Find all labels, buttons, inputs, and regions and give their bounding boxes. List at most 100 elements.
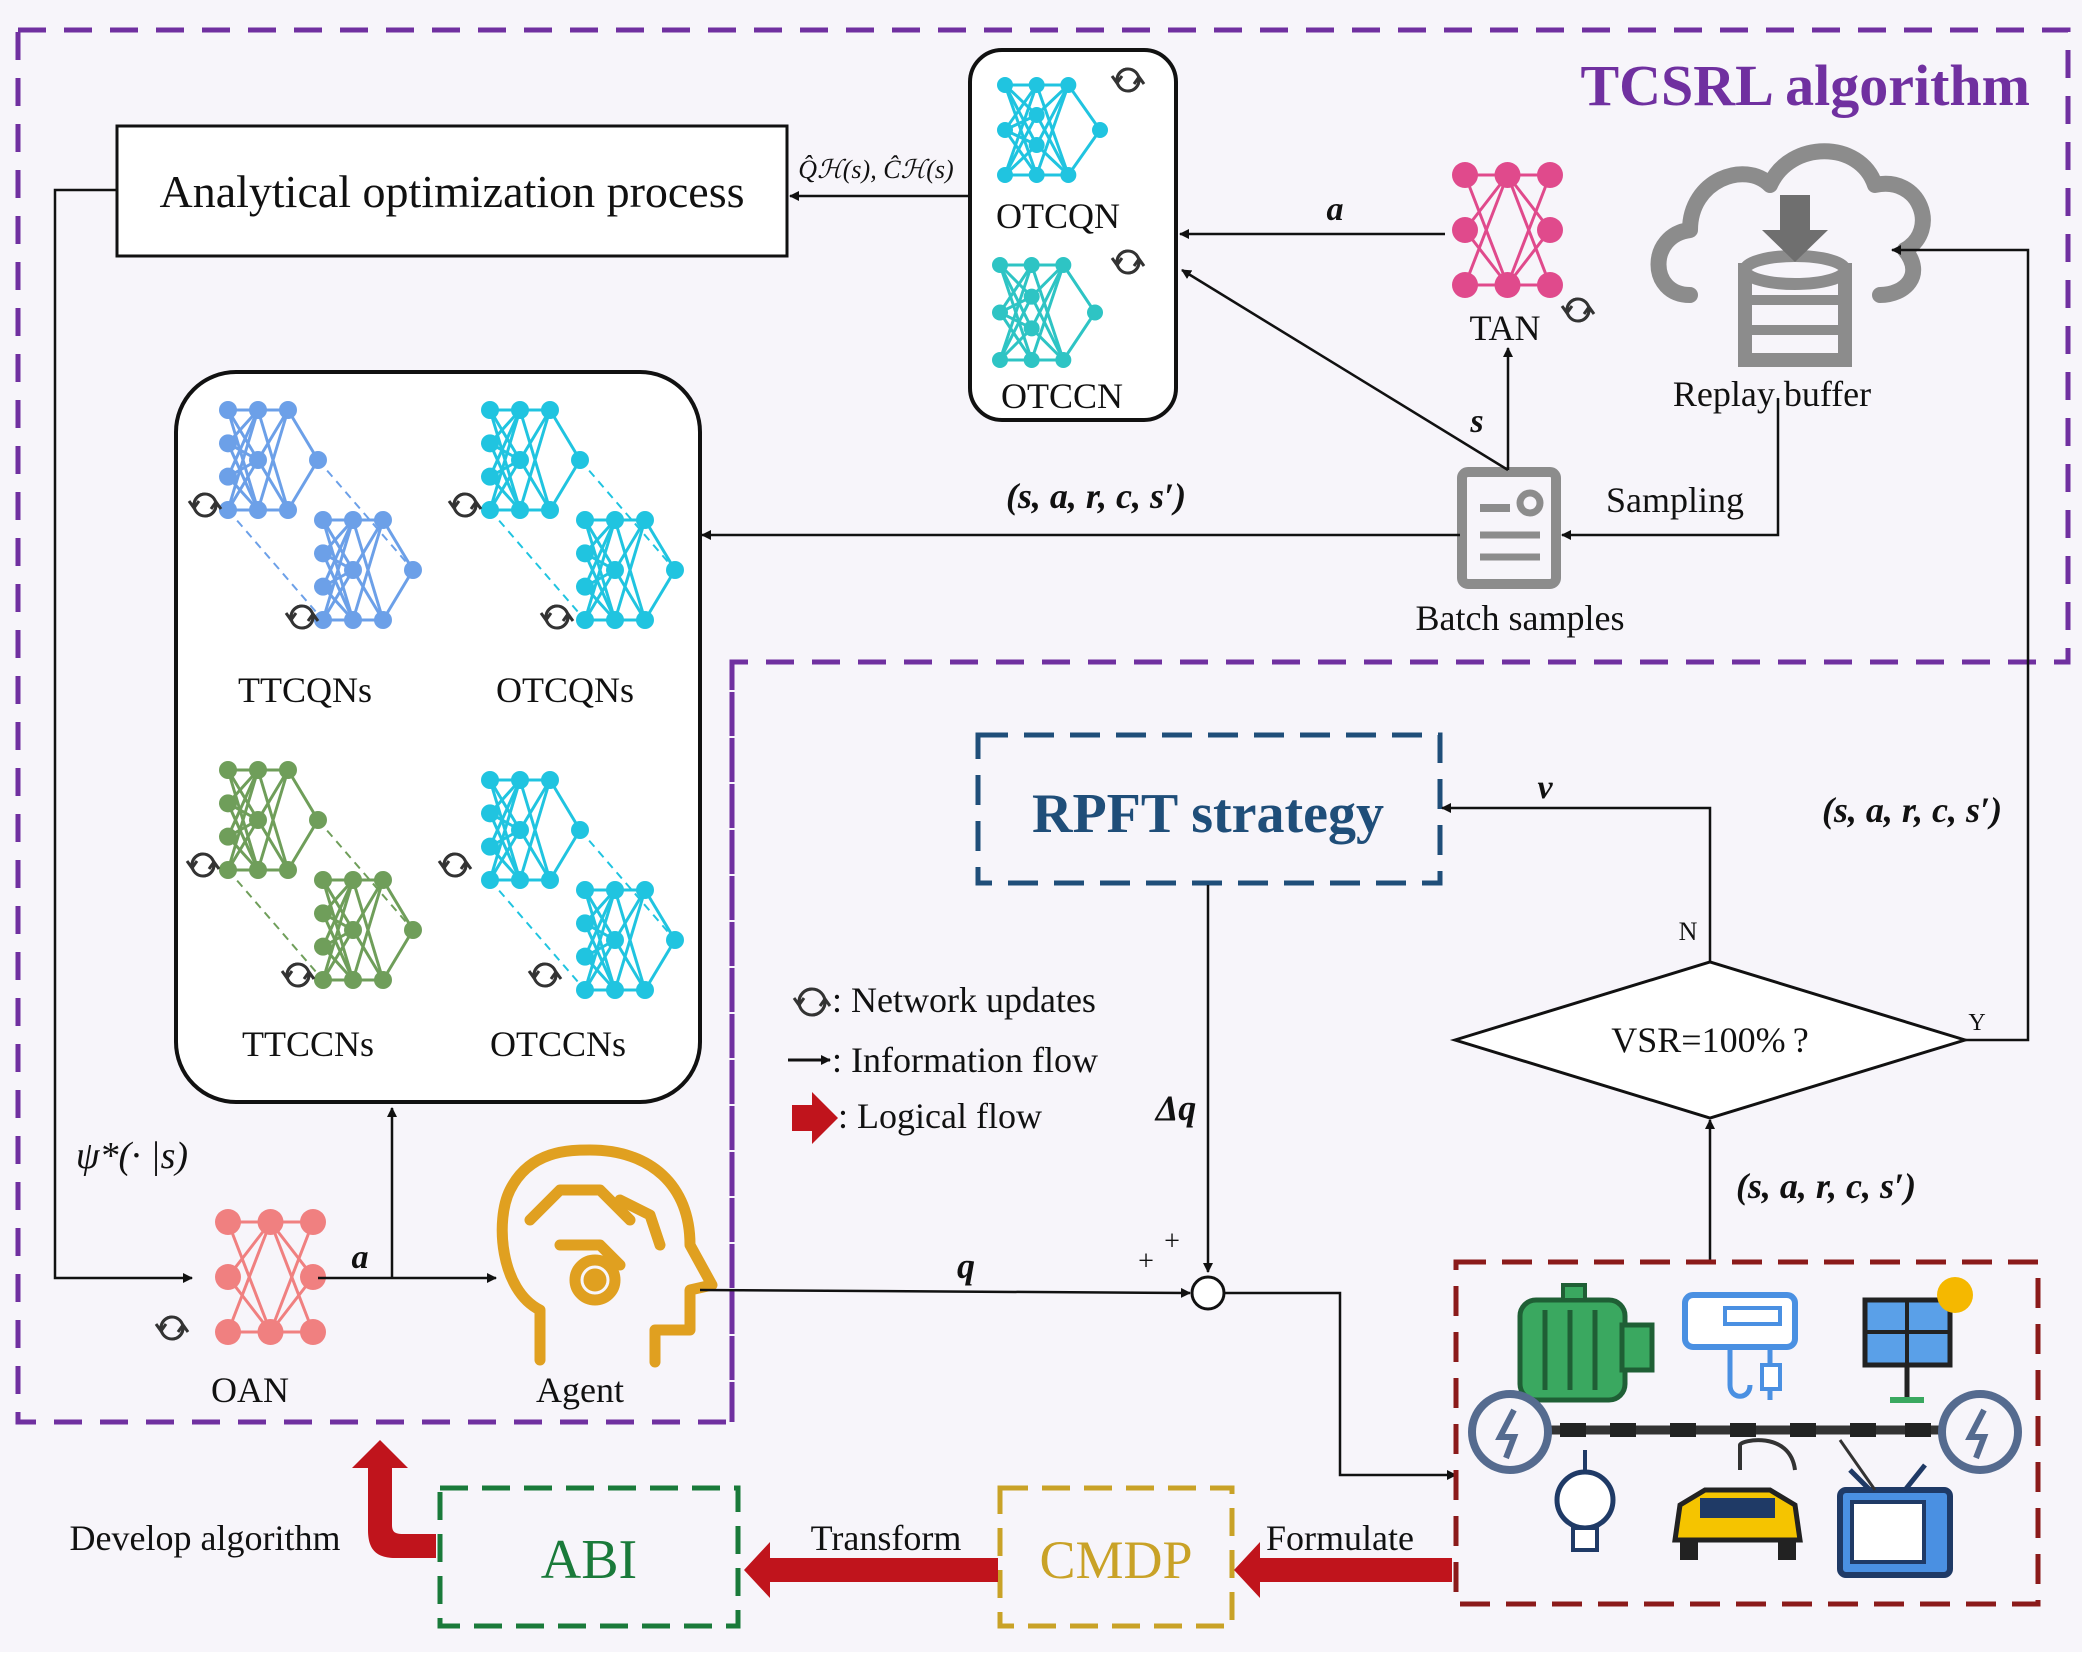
network-edge xyxy=(998,295,1034,361)
network-edge xyxy=(1062,264,1097,314)
network-node xyxy=(1494,162,1521,188)
update-icon-arrowhead xyxy=(154,1323,168,1334)
network-edge xyxy=(518,779,552,881)
otcqns-network-icon xyxy=(481,401,684,629)
psi-label: ψ*(· |s) xyxy=(76,1135,188,1177)
network-node xyxy=(344,871,362,889)
network-edge xyxy=(1003,129,1038,176)
update-icon-arc xyxy=(190,852,216,878)
update-icon-arrowhead xyxy=(1560,305,1574,316)
network-node xyxy=(249,401,267,419)
update-icon-arrowhead xyxy=(437,860,451,871)
network-edge xyxy=(583,519,617,588)
formulate-label: Formulate xyxy=(1266,1518,1414,1558)
update-icon-arrowhead xyxy=(1582,304,1596,315)
update-icon-arrowhead xyxy=(187,500,201,511)
network-edge xyxy=(226,409,260,511)
rpft-strategy-label: RPFT strategy xyxy=(1032,783,1384,845)
cmdp-label: CMDP xyxy=(1039,1530,1192,1590)
network-node xyxy=(257,1319,284,1345)
network-node xyxy=(1537,217,1563,243)
network-edge xyxy=(381,569,415,621)
copy-link-line xyxy=(579,459,676,571)
batch-to-critic-arrow xyxy=(1181,268,1509,472)
network-edge xyxy=(998,264,1034,361)
network-edge xyxy=(226,769,260,838)
network-edge xyxy=(1030,264,1065,361)
network-edge xyxy=(226,409,260,461)
network-edge xyxy=(548,409,582,461)
network-edge xyxy=(351,569,385,621)
network-node xyxy=(279,861,297,879)
power-system-illustration xyxy=(1468,1277,2022,1578)
network-edge xyxy=(488,409,522,511)
network-edge xyxy=(1506,174,1552,286)
network-node xyxy=(576,577,594,596)
network-node xyxy=(511,451,529,469)
tan-label: TAN xyxy=(1469,308,1540,348)
legend-information-flow: : Information flow xyxy=(832,1040,1098,1080)
network-node xyxy=(992,352,1008,368)
network-node xyxy=(215,1319,241,1345)
network-node xyxy=(314,511,332,529)
network-node xyxy=(541,501,559,519)
network-edge xyxy=(488,442,522,511)
update-icon-arc xyxy=(797,987,827,1017)
update-icon-arrowhead xyxy=(527,970,541,981)
network-node xyxy=(314,904,332,923)
sampling-label: Sampling xyxy=(1606,480,1744,520)
update-icon-arc xyxy=(544,604,570,630)
network-edge xyxy=(583,552,617,621)
network-node xyxy=(576,544,594,563)
otccn-label: OTCCN xyxy=(1001,376,1123,416)
network-node xyxy=(314,577,332,596)
network-edge xyxy=(613,569,647,621)
network-node xyxy=(606,931,624,949)
network-edge xyxy=(548,779,582,831)
qhat-label: Q̂ℋ(s), Ĉℋ(s) xyxy=(798,155,953,184)
power-system-box xyxy=(1453,1259,2041,1607)
network-edge xyxy=(286,769,320,821)
network-node xyxy=(576,511,594,529)
update-icon-arc xyxy=(1565,297,1591,323)
network-edge xyxy=(256,409,290,461)
network-edge xyxy=(256,819,290,871)
update-icon-arc xyxy=(1115,67,1141,93)
network-edge xyxy=(583,889,617,941)
network-edge xyxy=(548,829,582,881)
update-icon-arrowhead xyxy=(792,997,806,1008)
otcqn-network-icon xyxy=(997,77,1108,183)
network-node xyxy=(1055,257,1072,273)
update-icon-arc xyxy=(532,962,558,988)
network-node xyxy=(606,561,624,579)
network-edge xyxy=(488,459,522,511)
update-icon-arc xyxy=(452,492,478,518)
network-node xyxy=(215,1264,241,1290)
network-node xyxy=(300,1319,326,1345)
network-edge xyxy=(256,459,290,511)
update-icon-arrowhead xyxy=(176,1322,190,1333)
network-edge xyxy=(1030,264,1065,330)
network-edge xyxy=(643,939,677,991)
network-node xyxy=(511,771,529,789)
network-edge xyxy=(321,879,355,981)
oan-update-icon xyxy=(154,1315,190,1341)
network-node xyxy=(215,1209,241,1235)
update-icon-arrowhead xyxy=(209,499,223,510)
target-network-copy-icon xyxy=(314,511,422,629)
network-edge xyxy=(321,519,355,588)
action-a-label-top: a xyxy=(1327,191,1344,228)
update-icon-arrowhead xyxy=(549,969,563,980)
network-edge xyxy=(381,929,415,981)
network-node xyxy=(344,921,362,939)
network-node xyxy=(249,451,267,469)
network-edge xyxy=(488,812,522,881)
rpft-strategy-box xyxy=(975,732,1443,886)
network-edge xyxy=(583,939,617,991)
network-edge xyxy=(226,1221,272,1333)
network-node xyxy=(1060,167,1077,183)
update-icon-arrowhead xyxy=(1110,257,1124,268)
network-node xyxy=(481,771,499,789)
transition-label-bottom: (s, a, r, c, s′) xyxy=(1736,1166,1916,1206)
